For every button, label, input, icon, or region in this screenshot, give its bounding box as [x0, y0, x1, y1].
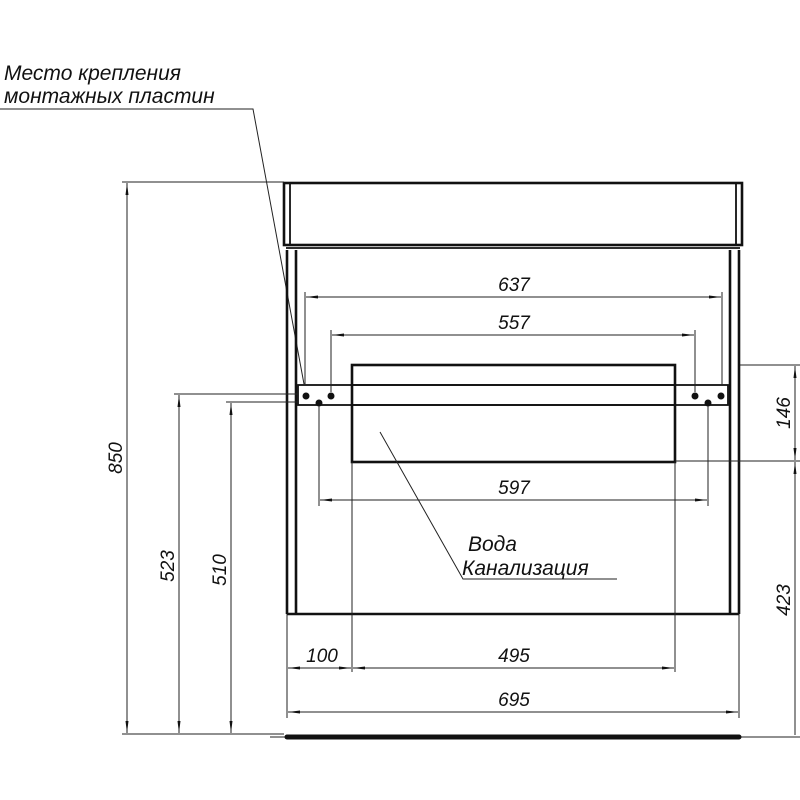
- mounting-hole-left-inner: [327, 392, 335, 400]
- mounting-rail-outline: [297, 384, 729, 406]
- dim-637-label: 637: [498, 275, 531, 296]
- dim-637: 637: [304, 275, 723, 385]
- dim-510: 510: [210, 401, 298, 733]
- dim-557-label: 557: [498, 313, 531, 334]
- dim-510-label: 510: [210, 554, 231, 586]
- mounting-hole-right-lower: [704, 399, 712, 407]
- dim-523-label: 523: [158, 550, 179, 582]
- dim-146-423: 146 423: [675, 364, 800, 735]
- dim-850-label: 850: [106, 442, 127, 474]
- sink-top: [282, 181, 744, 249]
- callout-utilities-line2: Канализация: [462, 557, 589, 580]
- dim-146-label: 146: [774, 397, 795, 429]
- utility-zone: [350, 363, 677, 464]
- callout-mounting-line2: монтажных пластин: [4, 85, 215, 108]
- dim-850: 850: [106, 181, 284, 735]
- callout-mounting-plates: Место крепления монтажных пластин: [0, 62, 305, 385]
- dim-bottom: 100 495 695: [286, 462, 740, 718]
- mounting-hole-left-outer: [302, 392, 310, 400]
- callout-utilities: Вода Канализация: [379, 431, 617, 580]
- mounting-hole-right-outer: [717, 392, 725, 400]
- dim-423-label: 423: [774, 584, 795, 616]
- dim-597: 597: [318, 406, 709, 506]
- mounting-hole-left-lower: [315, 399, 323, 407]
- callout-utilities-line1: Вода: [468, 533, 517, 556]
- cabinet-body: [285, 250, 741, 616]
- dim-100-label: 100: [306, 646, 338, 667]
- sink-top-outline: [282, 181, 744, 247]
- callout-utilities-leader: [379, 431, 617, 580]
- dim-495-label: 495: [498, 646, 530, 667]
- dim-557: 557: [330, 313, 696, 392]
- mounting-rail: [297, 384, 729, 407]
- mounting-hole-right-inner: [691, 392, 699, 400]
- callout-mounting-line1: Место крепления: [4, 62, 181, 85]
- dim-695-label: 695: [498, 690, 530, 711]
- dim-523: 523: [158, 393, 298, 733]
- dim-597-label: 597: [498, 478, 531, 499]
- utility-zone-hatch: [350, 363, 677, 464]
- callout-mounting-leader: [0, 108, 305, 385]
